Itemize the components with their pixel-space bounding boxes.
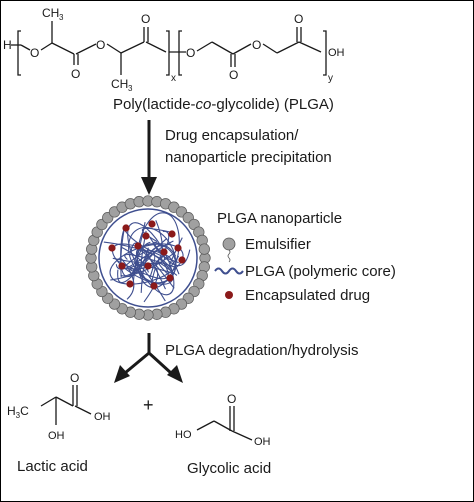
step1-line1: Drug encapsulation/ bbox=[165, 127, 299, 144]
polymer-label-italic: co bbox=[196, 96, 212, 113]
drug-dot-icon bbox=[225, 291, 233, 299]
bracket-x-close bbox=[166, 30, 170, 76]
emulsifier-bead bbox=[198, 243, 210, 255]
drug-dot bbox=[142, 232, 150, 240]
atom-o-carbonyl-3: O bbox=[229, 68, 238, 82]
drug-dots bbox=[108, 220, 186, 290]
drug-dot bbox=[174, 244, 182, 252]
plga-structure bbox=[11, 21, 327, 76]
glycolic-acid-structure bbox=[196, 406, 253, 441]
lactic-h3c-sub: 3 bbox=[16, 411, 21, 420]
atom-ch3-1: CH bbox=[42, 6, 59, 20]
nanoparticle bbox=[85, 195, 211, 321]
drug-dot bbox=[134, 242, 142, 250]
legend-drug-label: Encapsulated drug bbox=[245, 287, 370, 304]
legend-emulsifier-label: Emulsifier bbox=[245, 236, 311, 253]
atom-o-carbonyl-4: O bbox=[294, 12, 303, 26]
polymer-strand bbox=[120, 258, 135, 300]
atom-o-carbonyl-1: O bbox=[71, 67, 80, 81]
polymer-wave-icon bbox=[214, 267, 244, 275]
atom-oh-terminal: OH bbox=[328, 47, 345, 59]
atom-ch3-2: CH bbox=[111, 77, 128, 91]
atom-h-terminal: H bbox=[3, 38, 12, 52]
polymer-strand bbox=[139, 245, 177, 268]
polymer-strand bbox=[121, 246, 150, 273]
drug-dot bbox=[122, 224, 130, 232]
glycolic-carbonyl-o: O bbox=[227, 392, 236, 406]
atom-o-3: O bbox=[186, 46, 195, 60]
atom-o-4: O bbox=[252, 38, 261, 52]
lactic-c: C bbox=[20, 404, 29, 418]
lactic-acid-label: Lactic acid bbox=[17, 458, 88, 475]
repeat-y-label: y bbox=[328, 73, 333, 84]
lactic-h3c: H3C bbox=[7, 404, 29, 420]
polymer-strand bbox=[141, 227, 173, 243]
atom-o-2: O bbox=[96, 38, 105, 52]
fork-arrow-icon bbox=[114, 333, 183, 383]
legend-plga-label: PLGA (polymeric core) bbox=[245, 263, 396, 280]
polymer-strand bbox=[103, 241, 173, 271]
bracket-y-close bbox=[323, 30, 327, 76]
lactic-oh-bottom: OH bbox=[48, 430, 65, 442]
plus-sign: + bbox=[143, 395, 154, 415]
drug-dot bbox=[126, 280, 134, 288]
emulsifier-icon bbox=[222, 237, 236, 263]
atom-o-1: O bbox=[30, 46, 39, 60]
atom-ch3-2-sub: 3 bbox=[128, 84, 133, 93]
atom-o-carbonyl-2: O bbox=[141, 12, 150, 26]
lactic-acid-structure bbox=[40, 385, 92, 425]
drug-dot bbox=[160, 248, 168, 256]
polymer-label: Poly(lactide-co-glycolide) (PLGA) bbox=[113, 96, 334, 113]
lactic-carbonyl-o: O bbox=[70, 371, 79, 385]
down-arrow-icon bbox=[141, 120, 157, 195]
lactic-oh-right: OH bbox=[94, 411, 111, 423]
polymer-loop bbox=[109, 243, 184, 285]
polymer-loop bbox=[128, 226, 177, 284]
polymer-label-suffix: -glycolide) (PLGA) bbox=[211, 96, 334, 113]
bracket-x-open bbox=[17, 30, 21, 76]
drug-dot bbox=[118, 262, 126, 270]
polymer-label-prefix: Poly(lactide- bbox=[113, 96, 196, 113]
drug-dot bbox=[150, 282, 158, 290]
polymer-strand bbox=[120, 220, 163, 270]
drug-dot bbox=[148, 220, 156, 228]
drug-dot bbox=[166, 274, 174, 282]
drug-dot bbox=[168, 230, 176, 238]
step2-label: PLGA degradation/hydrolysis bbox=[165, 342, 358, 359]
polymer-strand bbox=[110, 251, 176, 281]
bracket-y-open bbox=[178, 30, 182, 76]
step1-line2: nanoparticle precipitation bbox=[165, 149, 332, 166]
drug-dot bbox=[144, 262, 152, 270]
atom-ch3-1-sub: 3 bbox=[59, 13, 64, 22]
drug-dot bbox=[108, 244, 116, 252]
polymer-strand bbox=[123, 228, 179, 264]
lactic-h: H bbox=[7, 404, 16, 418]
glycolic-ho: HO bbox=[175, 429, 192, 441]
legend-title: PLGA nanoparticle bbox=[217, 210, 342, 227]
emulsifier-ring bbox=[85, 195, 211, 321]
glycolic-acid-label: Glycolic acid bbox=[187, 460, 271, 477]
drug-dot bbox=[178, 256, 186, 264]
glycolic-oh: OH bbox=[254, 436, 271, 448]
repeat-x-label: x bbox=[171, 73, 176, 84]
